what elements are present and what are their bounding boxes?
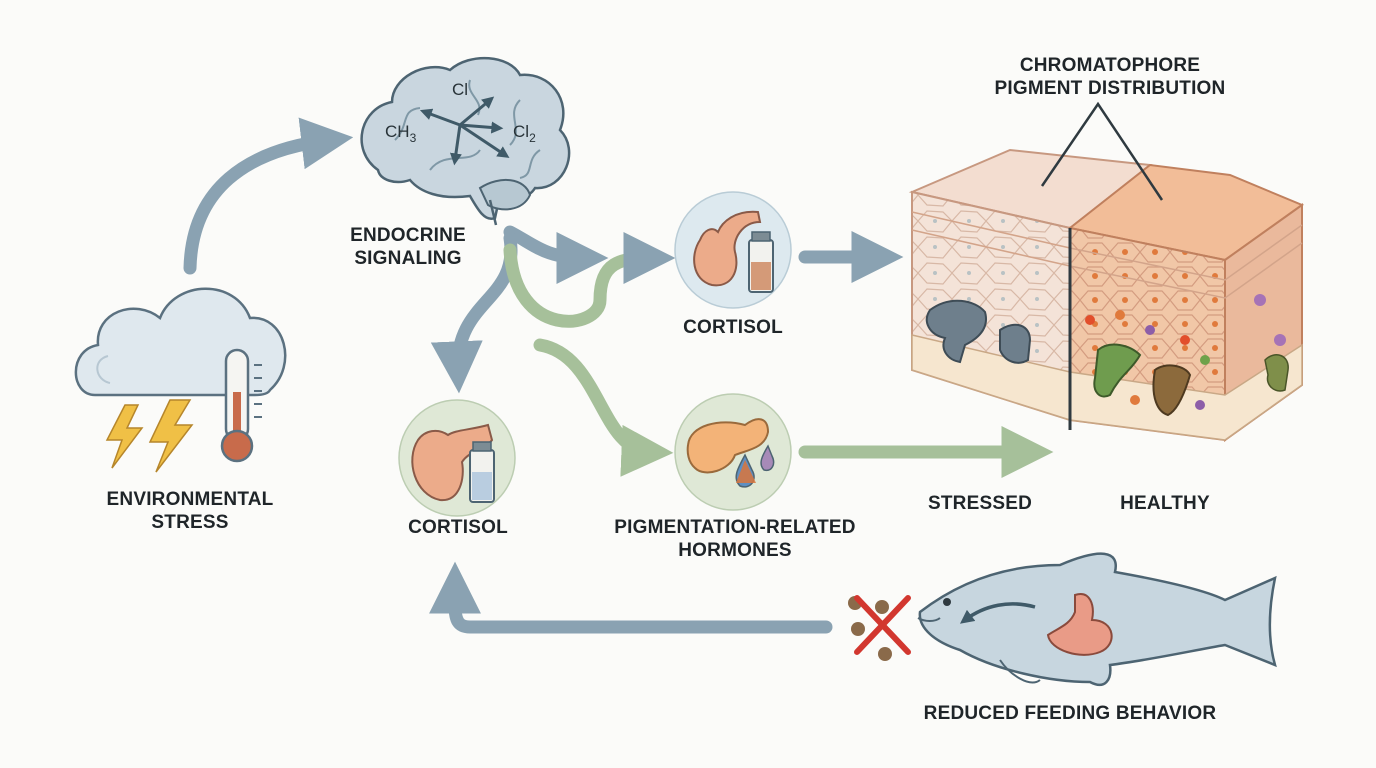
label-reduced-feeding: REDUCED FEEDING BEHAVIOR xyxy=(923,703,1217,724)
molecule-arrows xyxy=(419,96,510,166)
formula-ch3: CH3 xyxy=(385,122,417,145)
label-cortisol-top: CORTISOL xyxy=(683,317,783,338)
label-endocrine-signaling: ENDOCRINE SIGNALING xyxy=(350,225,466,269)
arrow-brain-to-cortisol-top xyxy=(503,225,609,284)
label-stressed: STRESSED xyxy=(927,493,1032,514)
arrow-feeding-to-cortisol xyxy=(429,561,833,634)
arrow-stress-to-brain xyxy=(183,117,354,275)
cortisol-top-icon xyxy=(674,191,792,309)
callout-lines xyxy=(1040,101,1164,201)
arrows xyxy=(183,117,1054,634)
brain-icon: Cl CH3 Cl2 xyxy=(360,56,571,226)
label-pigmentation-hormones: PIGMENTATION-RELATED HORMONES xyxy=(614,517,856,561)
formula-cl: Cl xyxy=(452,80,468,99)
label-healthy: HEALTHY xyxy=(1120,493,1210,514)
no-food-icon xyxy=(848,595,911,661)
formula-cl2: Cl2 xyxy=(513,122,536,145)
fish-icon xyxy=(848,552,1277,687)
skin-tissue-block xyxy=(908,101,1305,442)
arrow-branch-to-hormones xyxy=(533,338,674,477)
pancreas-hormone-icon xyxy=(674,393,792,511)
arrow-branch-up-to-cortisol xyxy=(503,232,676,328)
stomach-icon xyxy=(1046,593,1113,656)
lightning-icon xyxy=(105,399,194,473)
label-environmental-stress: ENVIRONMENTAL STRESS xyxy=(106,489,274,533)
label-cortisol-left: CORTISOL xyxy=(408,517,508,538)
storm-cloud-icon xyxy=(74,287,287,473)
cortisol-left-icon xyxy=(398,399,516,517)
label-chromatophore: CHROMATOPHORE PIGMENT DISTRIBUTION xyxy=(994,55,1226,99)
thermometer-icon xyxy=(220,348,262,463)
